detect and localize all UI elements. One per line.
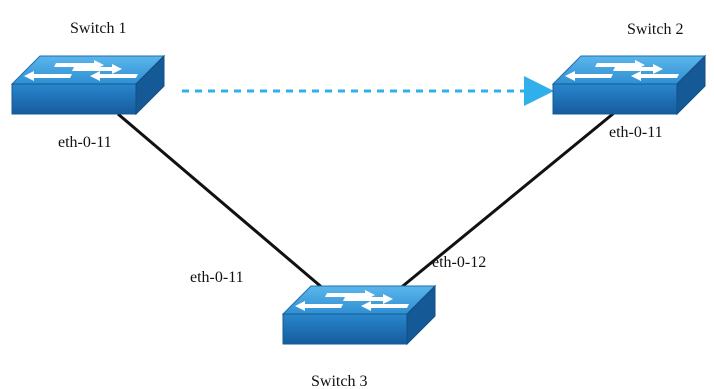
switch3-port-right-label: eth-0-12 xyxy=(432,254,486,271)
switch2-icon xyxy=(552,55,706,115)
switch2-label: Switch 2 xyxy=(627,21,683,38)
switch1-port-label: eth-0-11 xyxy=(58,134,112,151)
switch1-label: Switch 1 xyxy=(70,20,126,37)
switch3-label: Switch 3 xyxy=(311,373,367,389)
switch2-port-label: eth-0-11 xyxy=(609,124,663,141)
switch1-icon xyxy=(11,55,165,115)
link-switch1-switch3 xyxy=(117,112,326,292)
link-switch2-switch3 xyxy=(397,111,615,292)
switch3-icon xyxy=(282,285,436,345)
switch3-port-left-label: eth-0-11 xyxy=(190,269,244,286)
